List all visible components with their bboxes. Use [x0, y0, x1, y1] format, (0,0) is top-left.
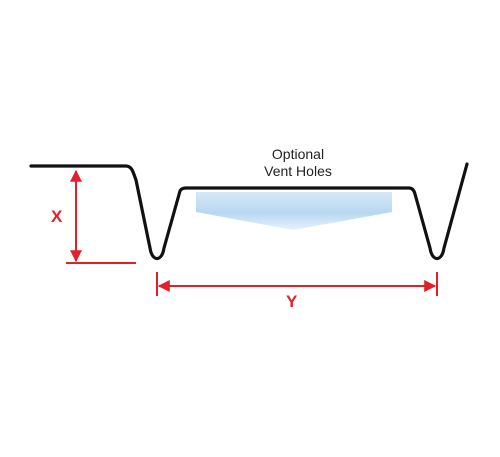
vent-holes-area — [196, 192, 392, 230]
x-dimension-label: X — [51, 207, 63, 226]
panel-profile-line — [29, 162, 469, 261]
y-dimension-label: Y — [286, 292, 298, 311]
caption-line-2: Vent Holes — [264, 163, 332, 179]
vent-holes-caption: Optional Vent Holes — [220, 146, 376, 180]
caption-line-1: Optional — [271, 146, 325, 162]
